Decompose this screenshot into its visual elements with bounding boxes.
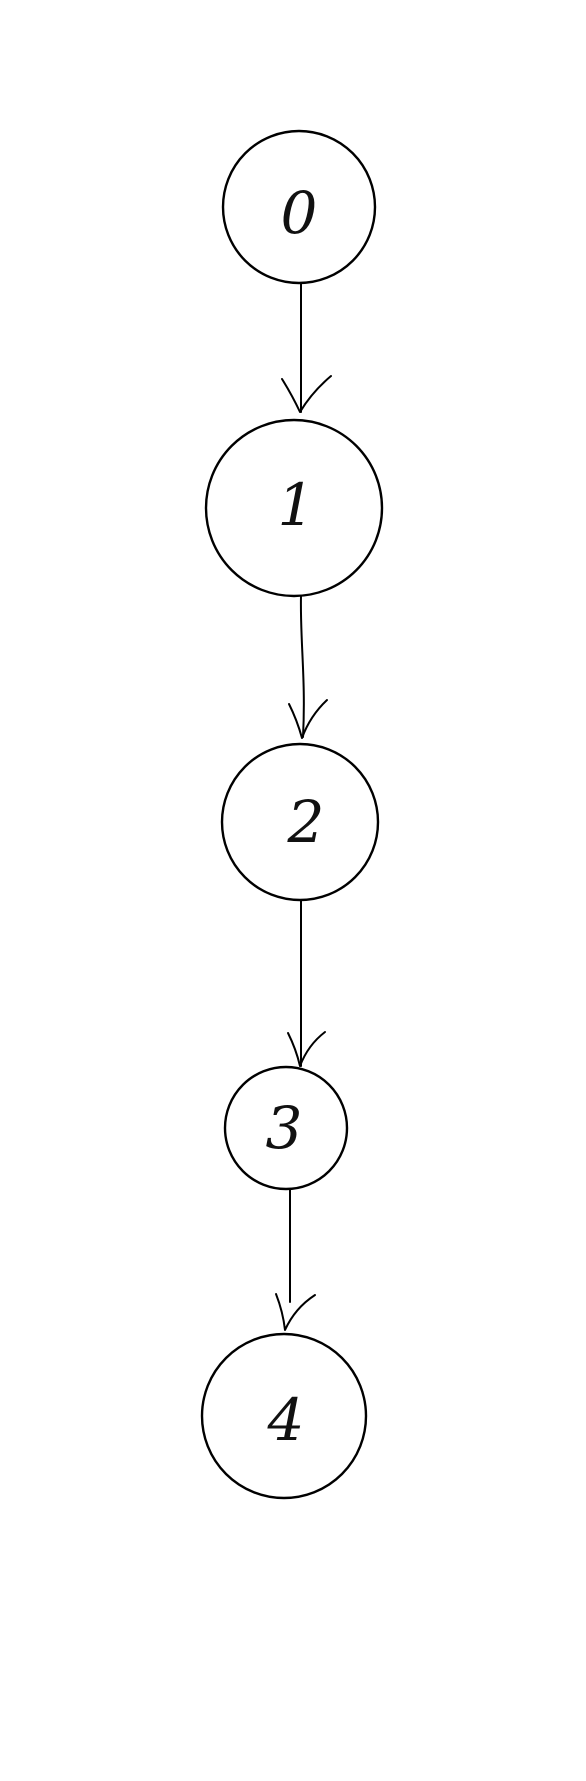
edge-3-to-4 bbox=[275, 1188, 316, 1331]
edge-2-to-3 bbox=[287, 899, 326, 1067]
node-circle bbox=[200, 1332, 368, 1500]
node-4: 4 bbox=[200, 1332, 368, 1500]
edge-0-to-1 bbox=[281, 281, 332, 413]
node-circle bbox=[221, 129, 377, 285]
node-2: 2 bbox=[220, 742, 380, 902]
node-1: 1 bbox=[204, 418, 384, 598]
node-0: 0 bbox=[221, 129, 377, 285]
edge-1-to-2 bbox=[288, 595, 328, 739]
node-3: 3 bbox=[223, 1065, 349, 1191]
arrow-head bbox=[281, 375, 332, 413]
edge-line bbox=[299, 595, 305, 738]
arrow-head bbox=[288, 699, 328, 739]
node-circle bbox=[223, 1065, 349, 1191]
node-label: 2 bbox=[287, 788, 325, 856]
node-circle bbox=[204, 418, 384, 598]
node-label: 0 bbox=[281, 179, 318, 247]
arrow-head bbox=[287, 1031, 326, 1067]
node-circle bbox=[220, 742, 380, 902]
node-label: 1 bbox=[278, 471, 315, 539]
arrow-head bbox=[275, 1293, 316, 1331]
node-label: 3 bbox=[266, 1094, 303, 1162]
node-label: 4 bbox=[267, 1386, 305, 1454]
